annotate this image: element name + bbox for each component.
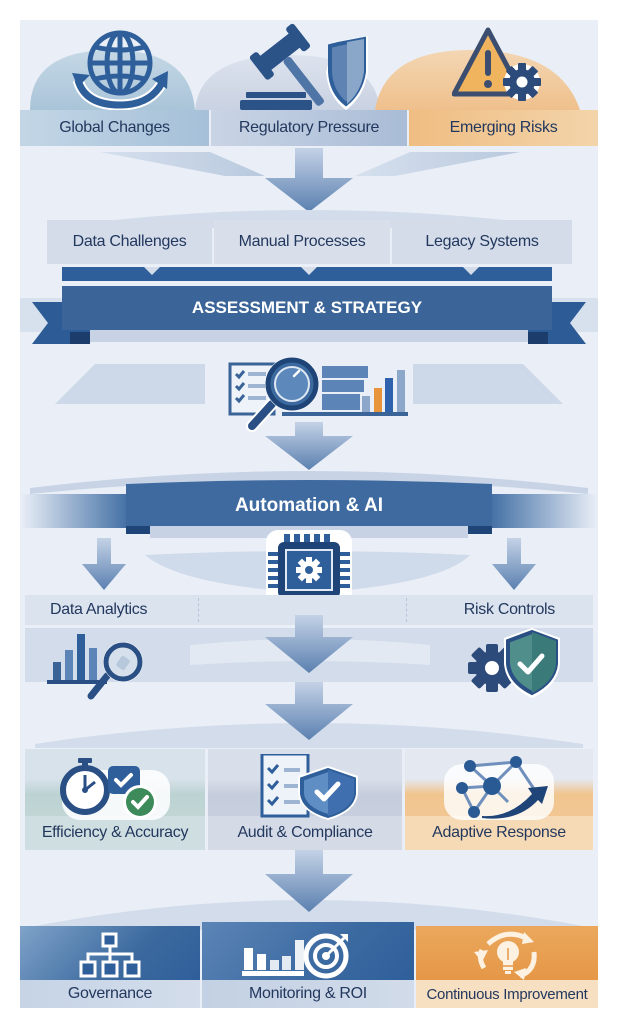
org-chart-icon <box>79 932 141 978</box>
arrow-down-icon <box>492 538 536 590</box>
lightbulb-cycle-icon <box>474 931 537 980</box>
checklist-magnifier-chart-icon <box>228 357 408 432</box>
capability-label-data-analytics: Data Analytics <box>50 601 148 618</box>
converge-arrow-1 <box>100 148 520 212</box>
infographic-canvas: Global Changes Regulatory Pressure Emerg… <box>20 20 598 1008</box>
challenge-label-manual: Manual Processes <box>238 233 366 250</box>
warning-gear-icon <box>452 27 541 101</box>
divider <box>406 598 407 622</box>
globe-arrows-icon <box>72 30 168 110</box>
assessment-platform <box>55 364 563 404</box>
result-label-bg <box>416 980 598 1008</box>
capabilities-center-arrow <box>190 615 430 673</box>
challenge-label-legacy: Legacy Systems <box>425 233 539 250</box>
challenges-connector-bar <box>62 267 552 281</box>
driver-label-emerging: Emerging Risks <box>449 119 558 136</box>
result-label-governance: Governance <box>67 985 153 1002</box>
arrow-down-icon <box>265 422 353 470</box>
arrow-left-branch <box>82 538 126 590</box>
driver-label-global: Global Changes <box>59 119 170 136</box>
challenge-cell-data <box>47 220 212 264</box>
arrow-to-automation <box>265 422 353 470</box>
outcome-label-bg <box>25 816 205 850</box>
challenge-cell-legacy <box>392 220 572 264</box>
arrow-down-icon <box>265 682 353 740</box>
automation-banner <box>20 471 598 538</box>
result-label-monitoring: Monitoring & ROI <box>249 985 367 1002</box>
divider <box>198 598 199 622</box>
checklist-shield-icon <box>260 754 358 820</box>
automation-title: Automation & AI <box>234 495 384 516</box>
arrow-down-icon <box>265 850 353 912</box>
network-arrow-icon <box>444 756 554 820</box>
assessment-title: ASSESSMENT & STRATEGY <box>191 298 423 317</box>
capability-label-risk-controls: Risk Controls <box>463 601 556 618</box>
driver-bar-regulatory <box>211 110 407 146</box>
gear-shield-check-icon <box>468 628 560 698</box>
outcome-label-audit: Audit & Compliance <box>237 824 373 841</box>
arrow-down-icon <box>82 538 126 590</box>
arrow-down-icon <box>265 148 353 212</box>
assessment-ribbon <box>20 286 598 344</box>
driver-bar-emerging <box>409 110 598 146</box>
challenge-label-data: Data Challenges <box>72 233 187 250</box>
driver-label-regulatory: Regulatory Pressure <box>238 119 380 136</box>
result-label-bg <box>202 980 414 1008</box>
arrow-right-branch <box>492 538 536 590</box>
driver-bar-global <box>20 110 209 146</box>
result-label-continuous: Continuous Improvement <box>426 985 588 1003</box>
arrow-down-icon <box>265 615 353 673</box>
bar-chart-target-icon <box>242 933 349 979</box>
arrow-to-results <box>35 850 583 930</box>
bar-chart-magnifier-icon <box>47 634 143 700</box>
stopwatch-check-icon <box>60 758 170 820</box>
result-label-bg <box>20 980 200 1008</box>
gavel-shield-icon <box>240 23 368 110</box>
outcome-label-bg <box>405 816 593 850</box>
arrow-to-outcomes <box>35 682 583 748</box>
outcome-label-adaptive: Adaptive Response <box>432 824 566 841</box>
outcome-label-efficiency: Efficiency & Accuracy <box>41 824 189 841</box>
challenge-cell-manual <box>214 220 390 264</box>
outcome-label-bg <box>208 816 402 850</box>
